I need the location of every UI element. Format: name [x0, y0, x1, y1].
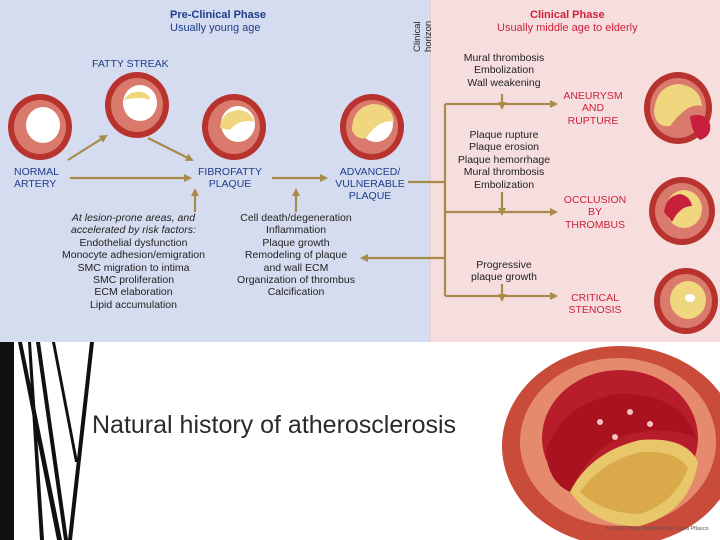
- clinical-horizon-line2: horizon: [423, 20, 434, 52]
- aneurysm-cause: Wall weakening: [467, 76, 541, 89]
- clinical-subtitle: Usually middle age to elderly: [497, 22, 638, 34]
- stenosis-cause: Progressive: [476, 259, 532, 271]
- occlusion-label-line1: OCCLUSION: [563, 194, 627, 206]
- risk-factors-list: At lesion-prone areas, and accelerated b…: [46, 212, 221, 311]
- fibrofatty-plaque-label: FIBROFATTY PLAQUE: [194, 166, 266, 190]
- slide-title: Natural history of atherosclerosis: [92, 411, 457, 439]
- stenosis-label-line1: CRITICAL: [571, 292, 619, 304]
- preclinical-panel: [0, 0, 430, 342]
- aneurysm-cause: Mural thrombosis: [463, 52, 545, 64]
- aneurysm-causes-list: Mural thrombosis Embolization Wall weake…: [448, 52, 560, 89]
- progression-item: Organization of thrombus: [237, 274, 355, 287]
- risk-factor-item: Monocyte adhesion/emigration: [61, 249, 205, 262]
- progression-item: Plaque growth: [262, 236, 330, 249]
- aneurysm-label: ANEURYSM AND RUPTURE: [556, 90, 630, 127]
- decorative-black-stripes: [0, 342, 94, 540]
- normal-artery-label: NORMAL ARTERY: [14, 166, 59, 190]
- normal-artery-label-line2: ARTERY: [14, 178, 57, 190]
- clinical-horizon-line1: Clinical: [412, 21, 423, 52]
- preclinical-subtitle: Usually young age: [170, 22, 261, 34]
- critical-stenosis-illustration: [654, 268, 718, 334]
- aneurysm-illustration: [644, 72, 712, 144]
- advanced-plaque-illustration: [340, 94, 404, 160]
- preclinical-title: Pre-Clinical Phase: [170, 9, 266, 21]
- aneurysm-label-line3: RUPTURE: [567, 114, 619, 127]
- occlusion-label-line2: BY: [587, 206, 602, 219]
- aneurysm-label-line2: AND: [581, 102, 605, 115]
- stenosis-causes-list: Progressive plaque growth: [448, 259, 560, 284]
- progression-arrows: [67, 94, 558, 302]
- occlusion-cause: Plaque rupture: [469, 129, 539, 141]
- risk-factor-item: SMC proliferation: [92, 274, 175, 287]
- advanced-label-line2: VULNERABLE: [335, 178, 405, 190]
- progression-item: and wall ECM: [263, 261, 329, 274]
- aneurysm-cause: Embolization: [473, 64, 535, 77]
- occlusion-cause: Plaque erosion: [468, 141, 540, 154]
- atherosclerosis-diagram: [0, 0, 720, 342]
- stenosis-label: CRITICAL STENOSIS: [556, 292, 634, 317]
- occlusion-illustration: [649, 177, 715, 245]
- clinical-title: Clinical Phase: [530, 9, 605, 21]
- clinical-horizon-label: Clinical horizon: [412, 20, 434, 52]
- risk-factor-item: SMC migration to intima: [77, 261, 190, 274]
- normal-artery-illustration: [8, 94, 72, 160]
- copyright-note: © 2009 Pfizer, Illustrated by Laura Pfla…: [606, 526, 709, 532]
- fibrofatty-label-line2: PLAQUE: [208, 178, 252, 190]
- advanced-plaque-label: ADVANCED/ VULNERABLE PLAQUE: [330, 166, 410, 202]
- progression-item: Calcification: [267, 286, 325, 299]
- occlusion-cause: Plaque hemorrhage: [457, 153, 551, 166]
- aneurysm-label-line1: ANEURYSM: [563, 90, 623, 102]
- artery-crosssection-illustration: [502, 346, 720, 540]
- advanced-label-line3: PLAQUE: [348, 190, 392, 202]
- risk-factor-intro-1: At lesion-prone areas, and: [71, 212, 196, 224]
- risk-factor-item: Endothelial dysfunction: [79, 236, 188, 249]
- progression-item: Inflammation: [265, 224, 327, 237]
- advanced-label-line1: ADVANCED/: [339, 166, 401, 178]
- progression-item: Remodeling of plaque: [244, 249, 348, 262]
- fibrofatty-label-line1: FIBROFATTY: [198, 166, 262, 178]
- occlusion-label: OCCLUSION BY THROMBUS: [556, 194, 634, 231]
- stenosis-label-line2: STENOSIS: [568, 304, 622, 317]
- progression-item: Cell death/degeneration: [240, 212, 352, 224]
- fatty-streak-label: FATTY STREAK: [92, 58, 169, 70]
- fatty-streak-illustration: [105, 72, 169, 138]
- fibrofatty-plaque-illustration: [202, 94, 266, 160]
- occlusion-label-line3: THROMBUS: [564, 218, 626, 231]
- slide-footer-area: Natural history of atherosclerosis © 200…: [0, 342, 720, 540]
- risk-factor-intro-2: accelerated by risk factors:: [71, 224, 196, 237]
- progression-list: Cell death/degeneration Inflammation Pla…: [226, 212, 366, 299]
- stenosis-cause: plaque growth: [471, 271, 537, 284]
- occlusion-cause: Embolization: [473, 178, 535, 191]
- occlusion-causes-list: Plaque rupture Plaque erosion Plaque hem…: [448, 129, 560, 191]
- occlusion-cause: Mural thrombosis: [463, 166, 545, 179]
- risk-factor-item: Lipid accumulation: [90, 298, 177, 311]
- risk-factor-item: ECM elaboration: [94, 286, 173, 299]
- normal-artery-label-line1: NORMAL: [14, 166, 59, 178]
